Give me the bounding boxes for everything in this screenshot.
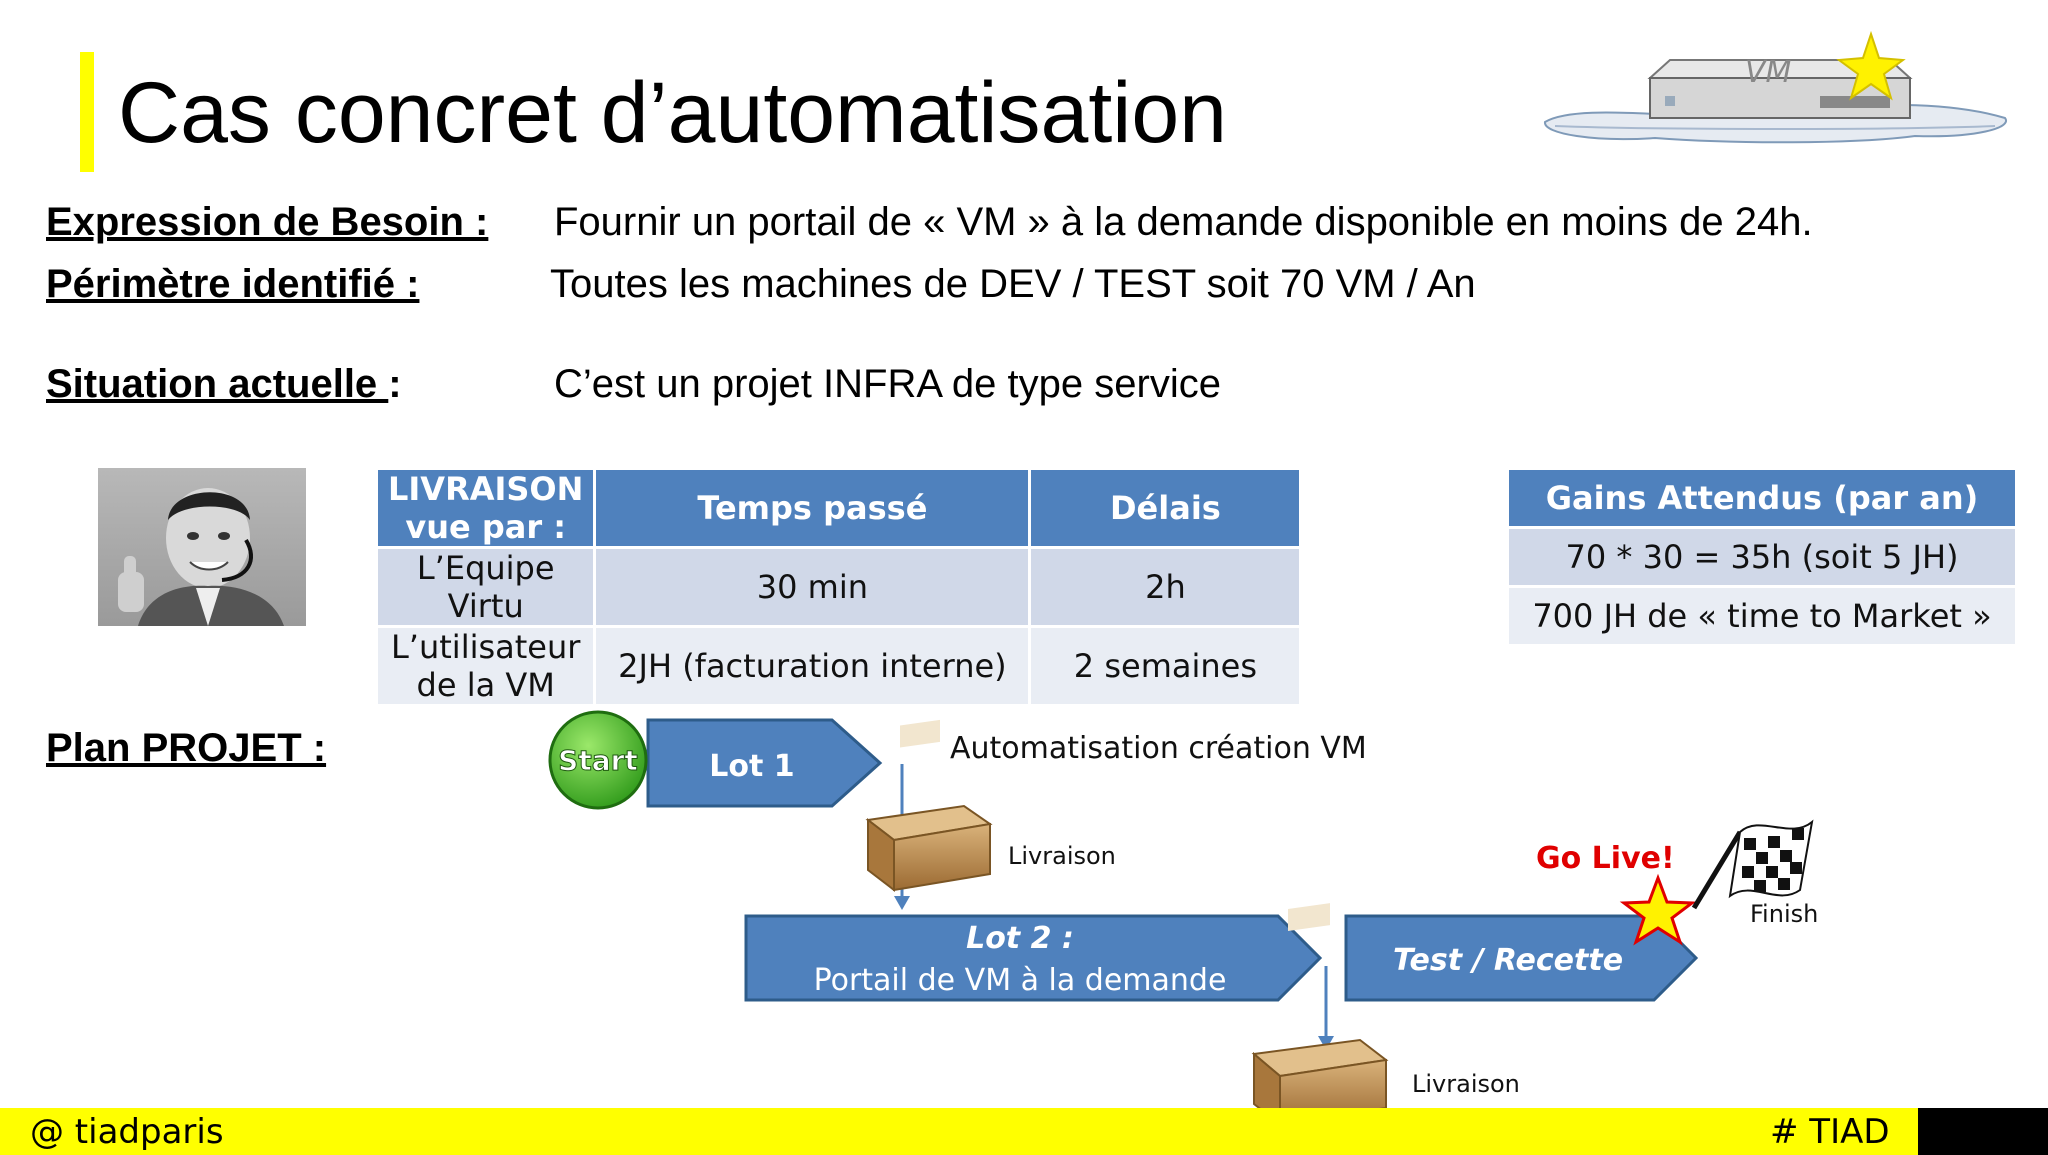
connector-arrowhead — [894, 896, 910, 910]
footer-handle: @ tiadparis — [30, 1112, 224, 1152]
table-row: L’utilisateur de la VM 2JH (facturation … — [378, 628, 1300, 704]
footer-hashtag: # TIAD — [1770, 1112, 1890, 1152]
besoin-value: Fournir un portail de « VM » à la demand… — [554, 200, 1813, 244]
page-title: Cas concret d’automatisation — [118, 65, 1228, 161]
table-cell: 2 semaines — [1031, 628, 1300, 704]
table-row: 700 JH de « time to Market » — [1509, 588, 2015, 644]
lot2-desc: Portail de VM à la demande — [814, 963, 1227, 998]
gains-table: Gains Attendus (par an) 70 * 30 = 35h (s… — [1506, 467, 2018, 647]
table-cell: L’Equipe Virtu — [378, 549, 594, 625]
table-cell: 700 JH de « time to Market » — [1509, 588, 2015, 644]
table-header-cell: Temps passé — [596, 470, 1029, 546]
livraison-2-label: Livraison — [1412, 1070, 1520, 1098]
lot1-description: Automatisation création VM — [950, 731, 1367, 766]
connector-arrowhead — [1318, 1036, 1334, 1050]
table-cell: 30 min — [596, 549, 1029, 625]
finish-flag-icon — [1691, 819, 1814, 910]
star-icon — [1619, 873, 1697, 946]
lot1-arrow — [646, 718, 883, 808]
livraison-1-label: Livraison — [1008, 842, 1116, 870]
start-button — [548, 710, 648, 810]
test-recette-label: Test / Recette — [1393, 943, 1623, 978]
table-header-row: Gains Attendus (par an) — [1509, 470, 2015, 526]
situation-label-group: Situation actuelle : — [46, 362, 402, 407]
plan-label: Plan PROJET : — [46, 726, 327, 770]
table-header-row: LIVRAISON vue par : Temps passé Délais — [378, 470, 1300, 546]
start-label: Start — [558, 744, 638, 777]
lot2-title: Lot 2 : — [966, 921, 1074, 956]
situation-colon: : — [388, 362, 402, 406]
go-live-label: Go Live! — [1536, 841, 1675, 876]
vm-server-cloud-icon: VM — [1544, 30, 2008, 144]
lot1-label: Lot 1 — [709, 749, 794, 784]
support-person-photo — [98, 468, 306, 626]
footer-black-block — [1918, 1108, 2048, 1155]
title-accent-bar — [80, 52, 94, 172]
besoin-label: Expression de Besoin : — [46, 200, 489, 244]
perimetre-label: Périmètre identifié : — [46, 262, 420, 306]
livraison-table: LIVRAISON vue par : Temps passé Délais L… — [375, 467, 1302, 707]
finish-label: Finish — [1750, 900, 1818, 928]
lot2-arrow — [744, 914, 1323, 1002]
package-box-icon — [865, 719, 993, 893]
vm-badge-label: VM — [1745, 55, 1792, 90]
test-recette-arrow — [1344, 914, 1699, 1002]
situation-label: Situation actuelle — [46, 362, 389, 406]
table-header-cell: Gains Attendus (par an) — [1509, 470, 2015, 526]
table-cell: 2h — [1031, 549, 1300, 625]
table-header-cell: Délais — [1031, 470, 1300, 546]
perimetre-value: Toutes les machines de DEV / TEST soit 7… — [550, 262, 1476, 306]
table-cell: 70 * 30 = 35h (soit 5 JH) — [1509, 529, 2015, 585]
table-cell: 2JH (facturation interne) — [596, 628, 1029, 704]
table-row: L’Equipe Virtu 30 min 2h — [378, 549, 1300, 625]
table-row: 70 * 30 = 35h (soit 5 JH) — [1509, 529, 2015, 585]
table-cell: L’utilisateur de la VM — [378, 628, 594, 704]
situation-value: C’est un projet INFRA de type service — [554, 362, 1221, 406]
table-header-cell: LIVRAISON vue par : — [378, 470, 594, 546]
footer-bar — [0, 1108, 2048, 1155]
